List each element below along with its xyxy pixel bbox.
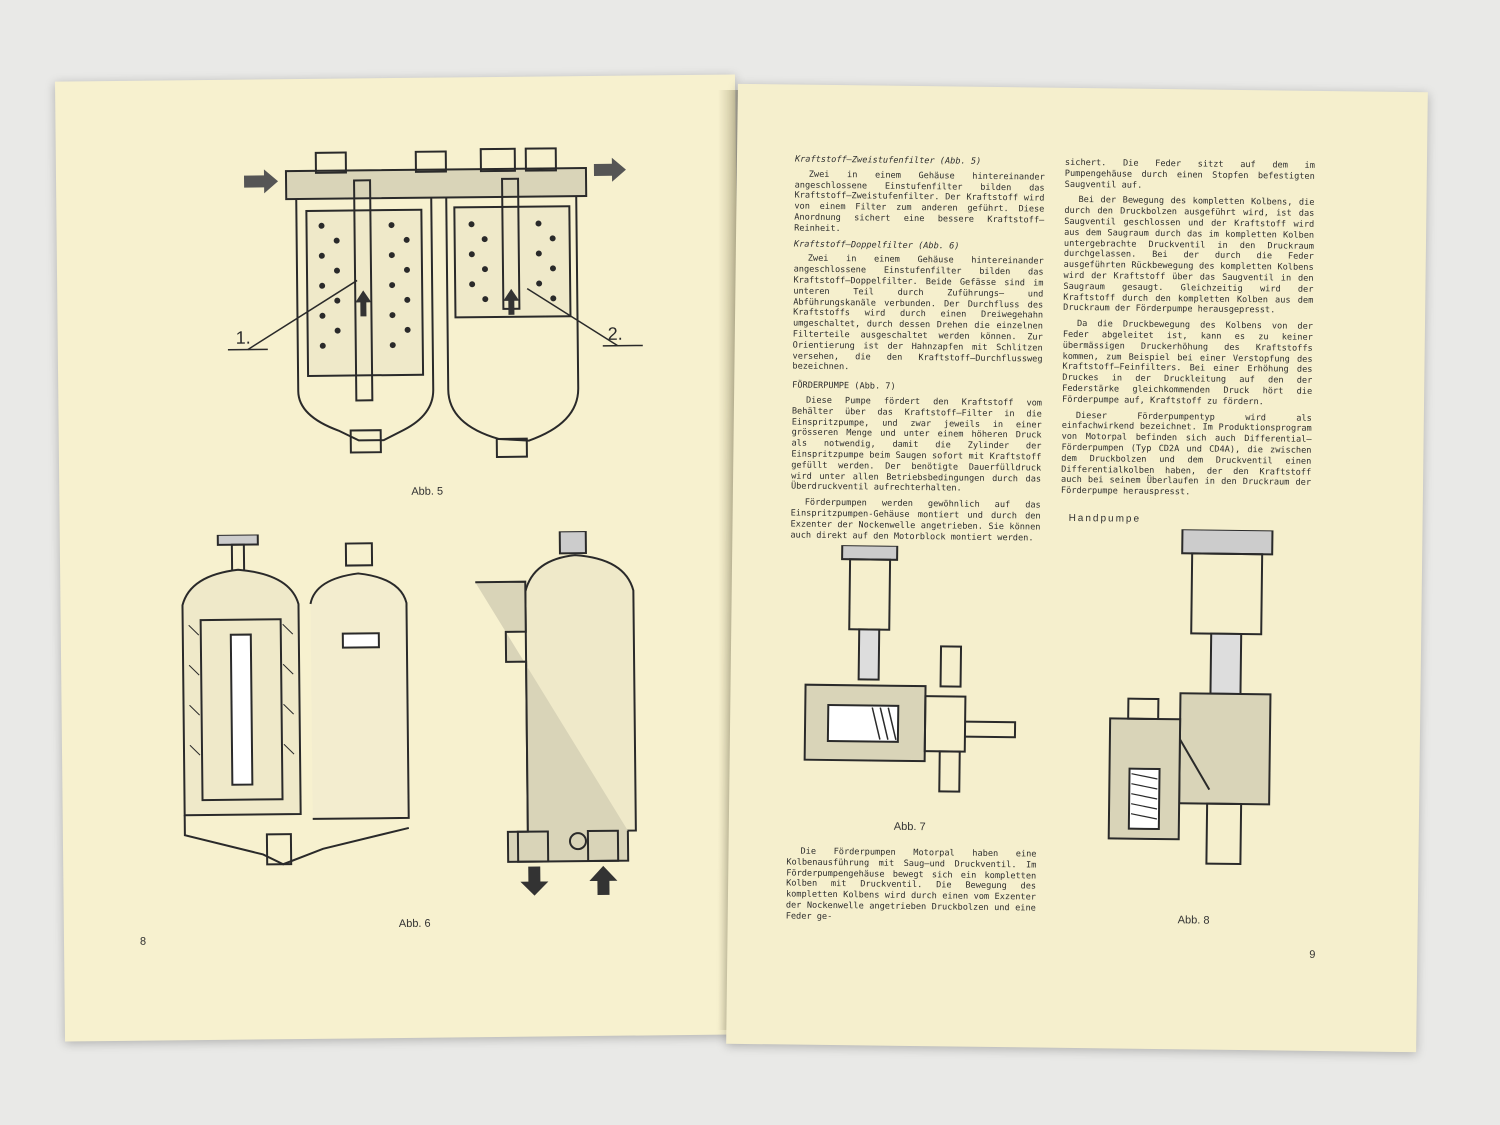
paragraph: Zwei in einem Gehäuse hintereinander ang… — [794, 169, 1045, 234]
page-number-right: 9 — [1309, 948, 1316, 961]
paragraph: Förderpumpen werden gewöhnlich auf das E… — [790, 497, 1041, 543]
figure-8-caption: Abb. 8 — [1177, 914, 1210, 927]
paragraph: Diese Pumpe fördert den Kraftstoff vom B… — [790, 395, 1043, 494]
left-page: 1. 2. Abb. 5 — [54, 74, 746, 1042]
arrow-up-icon — [589, 865, 618, 895]
heading-foerderpumpe: FÖRDERPUMPE (Abb. 7) — [792, 380, 896, 392]
arrow-right-icon — [593, 157, 626, 182]
figure-8-hand-pump — [1107, 528, 1274, 866]
paragraph: sichert. Die Feder sitzt auf dem im Pump… — [1064, 157, 1315, 191]
arrow-down-icon — [520, 866, 549, 896]
figure-6-caption: Abb. 6 — [398, 917, 431, 931]
heading-handpumpe: Handpumpe — [1068, 512, 1142, 525]
paragraph: Zwei in einem Gehäuse hintereinander ang… — [792, 254, 1044, 373]
figure-5-label-1: 1. — [236, 328, 251, 348]
heading-doppelfilter: Kraftstoff—Doppelfilter (Abb. 6) — [793, 239, 960, 252]
figure-7-caption: Abb. 7 — [893, 820, 926, 834]
text-column-1: Kraftstoff—Zweistufenfilter (Abb. 5) Zwe… — [790, 155, 1045, 549]
paragraph: Da die Druckbewegung des Kolbens von der… — [1061, 319, 1314, 408]
text-column-2: sichert. Die Feder sitzt auf dem im Pump… — [1061, 158, 1315, 505]
text-bottom-foerderpumpen: Die Förderpumpen Motorpal haben eine Kol… — [786, 846, 1037, 930]
figure-7-feed-pump — [803, 544, 1017, 793]
paragraph: Bei der Bewegung des kompletten Kolbens,… — [1063, 195, 1315, 316]
heading-zweistufenfilter: Kraftstoff—Zweistufenfilter (Abb. 5) — [794, 154, 982, 167]
figure-5-label-2: 2. — [608, 324, 623, 344]
figure-6-side-section — [475, 530, 637, 896]
figure-5-caption: Abb. 5 — [411, 485, 444, 498]
figure-6-double-filter — [181, 533, 410, 866]
paragraph: Dieser Förderpumpentyp wird als einfachw… — [1060, 410, 1312, 498]
figure-5-two-stage-filter: 1. 2. — [227, 147, 643, 458]
arrow-right-icon — [243, 169, 279, 194]
page-number-left: 8 — [139, 935, 147, 948]
paragraph: Die Förderpumpen Motorpal haben eine Kol… — [785, 846, 1037, 922]
right-page: Kraftstoff—Zweistufenfilter (Abb. 5) Zwe… — [726, 83, 1428, 1053]
